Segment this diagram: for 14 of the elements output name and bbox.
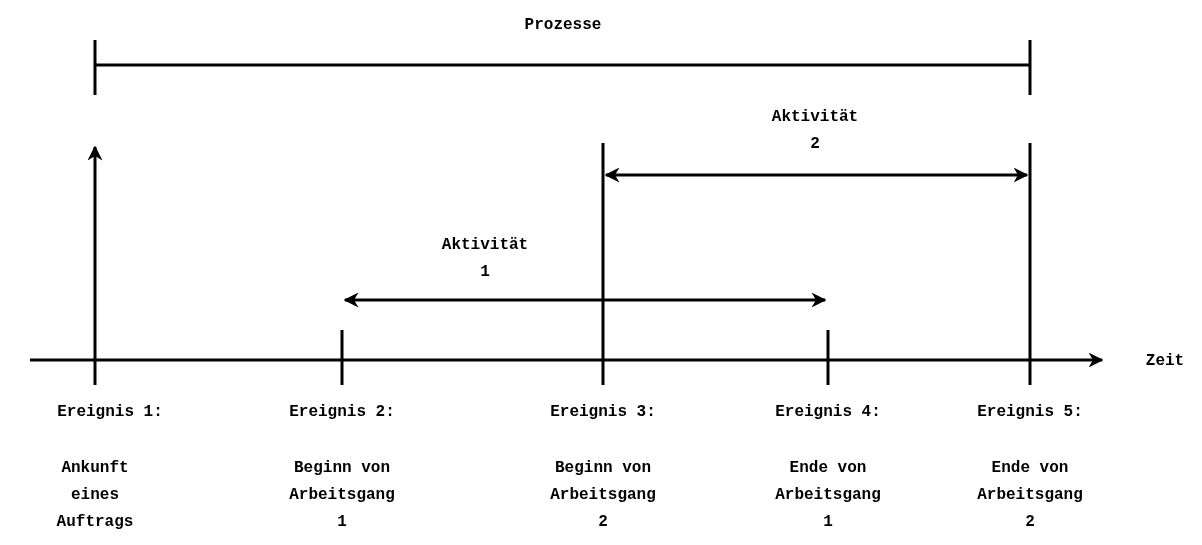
event-description: Ankunft eines Auftrags (55, 458, 135, 533)
event-label: Ereignis 5: (976, 402, 1084, 423)
event-description: Ende von Arbeitsgang 1 (774, 458, 882, 533)
event-description: Ende von Arbeitsgang 2 (976, 458, 1084, 533)
span-label: Aktivität 2 (770, 107, 860, 155)
span-label: Aktivität 1 (440, 235, 530, 283)
event-label: Ereignis 2: (288, 402, 396, 423)
span-label: Prozesse (523, 15, 603, 36)
event-description: Beginn von Arbeitsgang 2 (549, 458, 657, 533)
event-description: Beginn von Arbeitsgang 1 (288, 458, 396, 533)
event-label: Ereignis 3: (549, 402, 657, 423)
event-label: Ereignis 4: (774, 402, 882, 423)
axis-label: Zeit (1144, 351, 1186, 372)
event-label: Ereignis 1: (56, 402, 164, 423)
